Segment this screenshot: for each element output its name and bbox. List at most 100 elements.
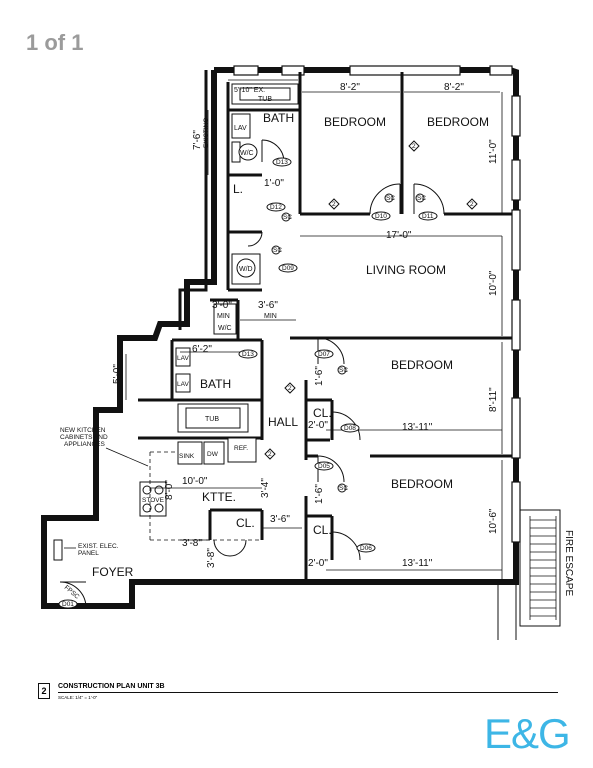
title-block: 2 CONSTRUCTION PLAN UNIT 3B SCALE: 1/4" … [38,683,558,707]
sink-label: SINK [179,453,195,460]
tub-top-label: TUB [258,96,272,103]
room-closet-hall: CL. [313,406,332,420]
dim-min-2: 3'-6" [258,300,278,311]
dim-foyer-height: 3'-8" [206,548,217,568]
door-tag-d12 [266,202,286,212]
lav-mid-2-label: LAV [177,381,189,388]
room-kitchen: KTTE. [202,490,236,504]
door-tag-d05 [314,461,334,471]
dim-min-2-label: MIN [264,313,277,320]
svg-text:D01: D01 [62,601,74,608]
svg-text:D13: D13 [242,351,254,358]
dim-bed3-depth: 8'-11" [488,387,499,412]
wc-top [238,143,258,161]
lav-mid-1-label: LAV [177,355,189,362]
dim-bed-depth: 11'-0" [488,139,499,164]
svg-text:D13: D13 [276,159,288,166]
door-fpsc-label: FPSC [63,584,81,601]
wd-label: W/D [239,266,253,273]
svg-text:D10: D10 [375,213,387,220]
min-top-label: MIN [217,313,230,320]
room-closet-kitchen: CL. [236,516,255,530]
dim-bed2-width: 8'-2" [444,82,464,93]
dim-closet-depth-2: 2'-0" [308,558,328,569]
note-kitchen-1: NEW KITCHEN [60,427,106,434]
room-closet-bed4: CL. [313,523,332,537]
stove-label: STOVE [142,497,165,504]
lav-mid-2 [175,373,191,393]
door-tag-d10 [371,211,391,221]
dim-bath-mid-width: 6'-2" [192,344,212,355]
dim-living-width: 17'-0" [386,230,412,241]
svg-text:2: 2 [412,143,416,150]
svg-text:D11: D11 [422,213,434,220]
dim-tub-width: 5'-10" EX. [234,87,265,94]
door-tag-d01 [58,599,78,609]
wc-top-label: W/C [240,150,254,157]
door-tag-d13-top [272,157,292,167]
note-elec-2: PANEL [78,550,99,557]
door-tag-d07 [314,349,334,359]
dim-bed1-width: 8'-2" [340,82,360,93]
room-bedroom-3: BEDROOM [391,358,453,372]
dim-kitchen-sub: 3'-4" [260,478,271,498]
dim-foyer-width: 3'-8" [182,538,202,549]
dimension-lines [125,79,503,580]
svg-text:SC: SC [273,247,282,254]
sc-markers: SC SC SC SC SC SC [271,193,426,493]
svg-text:SC: SC [386,195,395,202]
svg-text:SC: SC [339,367,348,374]
tub-mid-label: TUB [205,416,219,423]
floor-plan: TUB LAV W/C W/D MIN W/C LAV LAV TUB SINK… [41,65,574,640]
svg-text:SC: SC [283,214,292,221]
sheet-number: 2 [38,683,50,699]
lav-top [231,113,251,139]
dim-min-1: 3'-0" [212,300,232,311]
sink [177,441,203,465]
svg-text:D09: D09 [282,265,294,272]
dim-bath-height: 7'-6" [192,130,203,150]
room-foyer: FOYER [92,565,134,579]
room-hall: HALL [268,415,298,429]
brand-logo: E&G [484,710,571,757]
wc-mid-label: W/C [218,325,232,332]
fire-escape-label: FIRE ESCAPE [563,530,574,596]
room-closet-top: L. [233,182,243,196]
dim-closet-depth-1: 2'-0" [308,420,328,431]
door-tag-d13-mid [238,349,258,359]
note-kitchen-2: CABINETS AND [60,434,108,441]
door-tag-d08 [340,423,360,433]
dim-bed4-depth: 10'-6" [488,508,499,534]
dw-label: DW [207,451,219,458]
svg-text:D06: D06 [360,545,372,552]
svg-text:2: 2 [332,201,336,208]
door-tag-d09 [278,263,298,273]
dim-kitchen-width: 10'-0" [182,476,208,487]
dim-bed4-width: 13'-11" [402,558,433,569]
notes: NEW KITCHEN CABINETS AND APPLIANCES EXIS… [60,427,149,557]
svg-text:D07: D07 [318,351,330,358]
door-tag-d11 [418,211,438,221]
room-bath-top: BATH [263,111,294,125]
dim-living-depth: 10'-0" [488,270,499,296]
room-living-room: LIVING ROOM [366,263,446,277]
svg-text:2: 2 [268,451,272,458]
svg-text:SC: SC [339,485,348,492]
dim-kitchen-depth: 8'-0" [164,480,175,500]
elec-panel [53,539,63,561]
lav-mid-1 [175,347,191,367]
dim-bath-mid-height: 5'-0" [112,364,123,384]
room-labels: BATH BEDROOM BEDROOM LIVING ROOM BEDROOM… [92,111,489,579]
room-bedroom-2: BEDROOM [427,115,489,129]
dim-closet-width: 1'-0" [264,178,284,189]
door-tag-d06 [356,543,376,553]
room-bedroom-4: BEDROOM [391,477,453,491]
title-rule [58,692,558,693]
dim-bed3-width: 13'-11" [402,422,433,433]
lav-top-label: LAV [234,125,247,132]
room-bath-mid: BATH [200,377,231,391]
note-kitchen-3: APPLIANCES [64,441,105,448]
room-bedroom-1: BEDROOM [324,115,386,129]
sheet-scale: SCALE: 1/4" = 1'-0" [58,695,98,700]
page-counter: 1 of 1 [26,30,84,55]
